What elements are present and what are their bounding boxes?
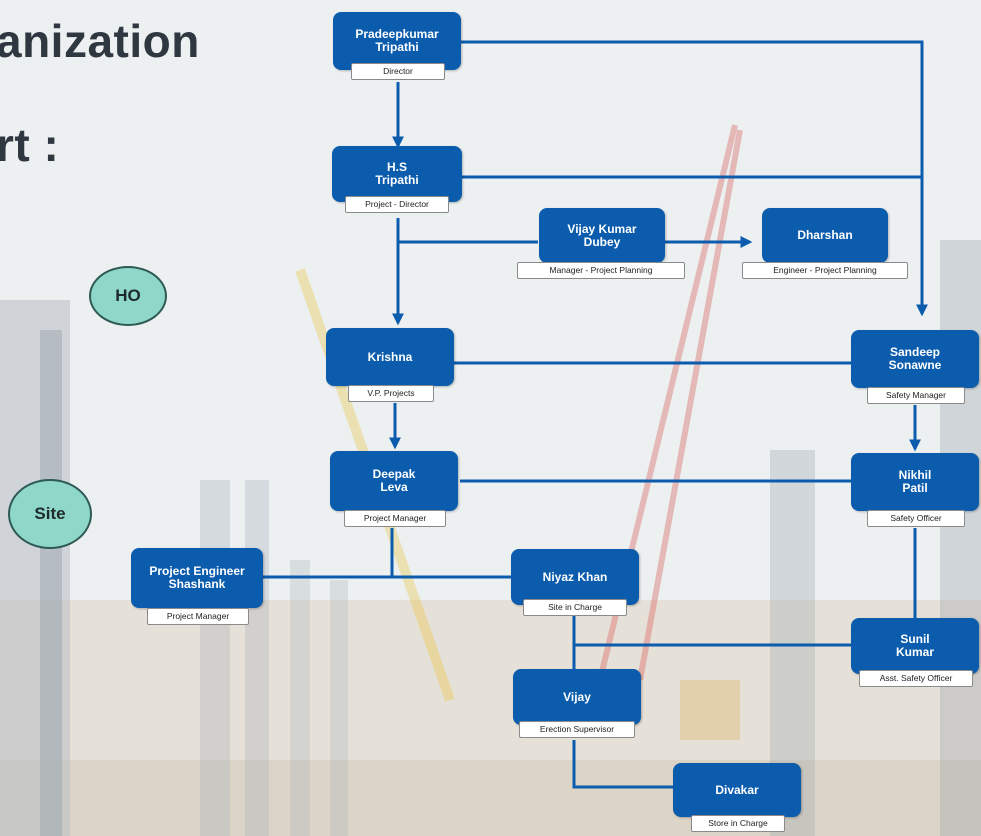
node-name: Sunil Kumar xyxy=(851,618,979,674)
node-name: Pradeepkumar Tripathi xyxy=(333,12,461,70)
node-vijay-kumar-dubey: Vijay Kumar Dubey Manager - Project Plan… xyxy=(517,208,685,280)
legend-site: Site xyxy=(8,479,92,549)
node-project-engineer-shashank: Project Engineer Shashank Project Manage… xyxy=(131,548,263,628)
node-deepak-leva: Deepak Leva Project Manager xyxy=(330,451,460,528)
node-role: Project - Director xyxy=(345,196,449,213)
node-role: Store in Charge xyxy=(691,815,785,832)
chart-title-line1: anization xyxy=(0,15,200,67)
node-role: Erection Supervisor xyxy=(519,721,635,738)
node-niyaz-khan: Niyaz Khan Site in Charge xyxy=(511,549,639,619)
node-role: Director xyxy=(351,63,445,80)
node-name: Deepak Leva xyxy=(330,451,458,511)
node-name: Dharshan xyxy=(762,208,888,263)
node-hs-tripathi: H.S Tripathi Project - Director xyxy=(332,146,462,218)
node-name: Vijay xyxy=(513,669,641,725)
node-pradeepkumar-tripathi: Pradeepkumar Tripathi Director xyxy=(333,12,461,82)
node-role: Asst. Safety Officer xyxy=(859,670,973,687)
node-role: V.P. Projects xyxy=(348,385,434,402)
node-role: Safety Officer xyxy=(867,510,965,527)
chart-title-line2: rt : xyxy=(0,119,60,171)
node-role: Engineer - Project Planning xyxy=(742,262,908,279)
legend-ho: HO xyxy=(89,266,167,326)
node-divakar: Divakar Store in Charge xyxy=(673,763,801,835)
node-krishna: Krishna V.P. Projects xyxy=(326,328,454,403)
node-role: Safety Manager xyxy=(867,387,965,404)
node-vijay: Vijay Erection Supervisor xyxy=(513,669,641,741)
node-nikhil-patil: Nikhil Patil Safety Officer xyxy=(851,453,981,528)
node-name: Divakar xyxy=(673,763,801,817)
node-sunil-kumar: Sunil Kumar Asst. Safety Officer xyxy=(851,618,981,690)
node-name: H.S Tripathi xyxy=(332,146,462,202)
node-name: Krishna xyxy=(326,328,454,386)
node-sandeep-sonawne: Sandeep Sonawne Safety Manager xyxy=(851,330,981,405)
edge-erection-to-store xyxy=(572,740,674,789)
node-name: Niyaz Khan xyxy=(511,549,639,605)
node-role: Site in Charge xyxy=(523,599,627,616)
node-name: Nikhil Patil xyxy=(851,453,979,511)
node-name: Sandeep Sonawne xyxy=(851,330,979,388)
node-role: Manager - Project Planning xyxy=(517,262,685,279)
node-name: Project Engineer Shashank xyxy=(131,548,263,608)
edge-director-to-safety xyxy=(460,40,928,317)
node-dharshan: Dharshan Engineer - Project Planning xyxy=(742,208,908,280)
node-role: Project Manager xyxy=(344,510,446,527)
node-name: Vijay Kumar Dubey xyxy=(539,208,665,263)
node-role: Project Manager xyxy=(147,608,249,625)
